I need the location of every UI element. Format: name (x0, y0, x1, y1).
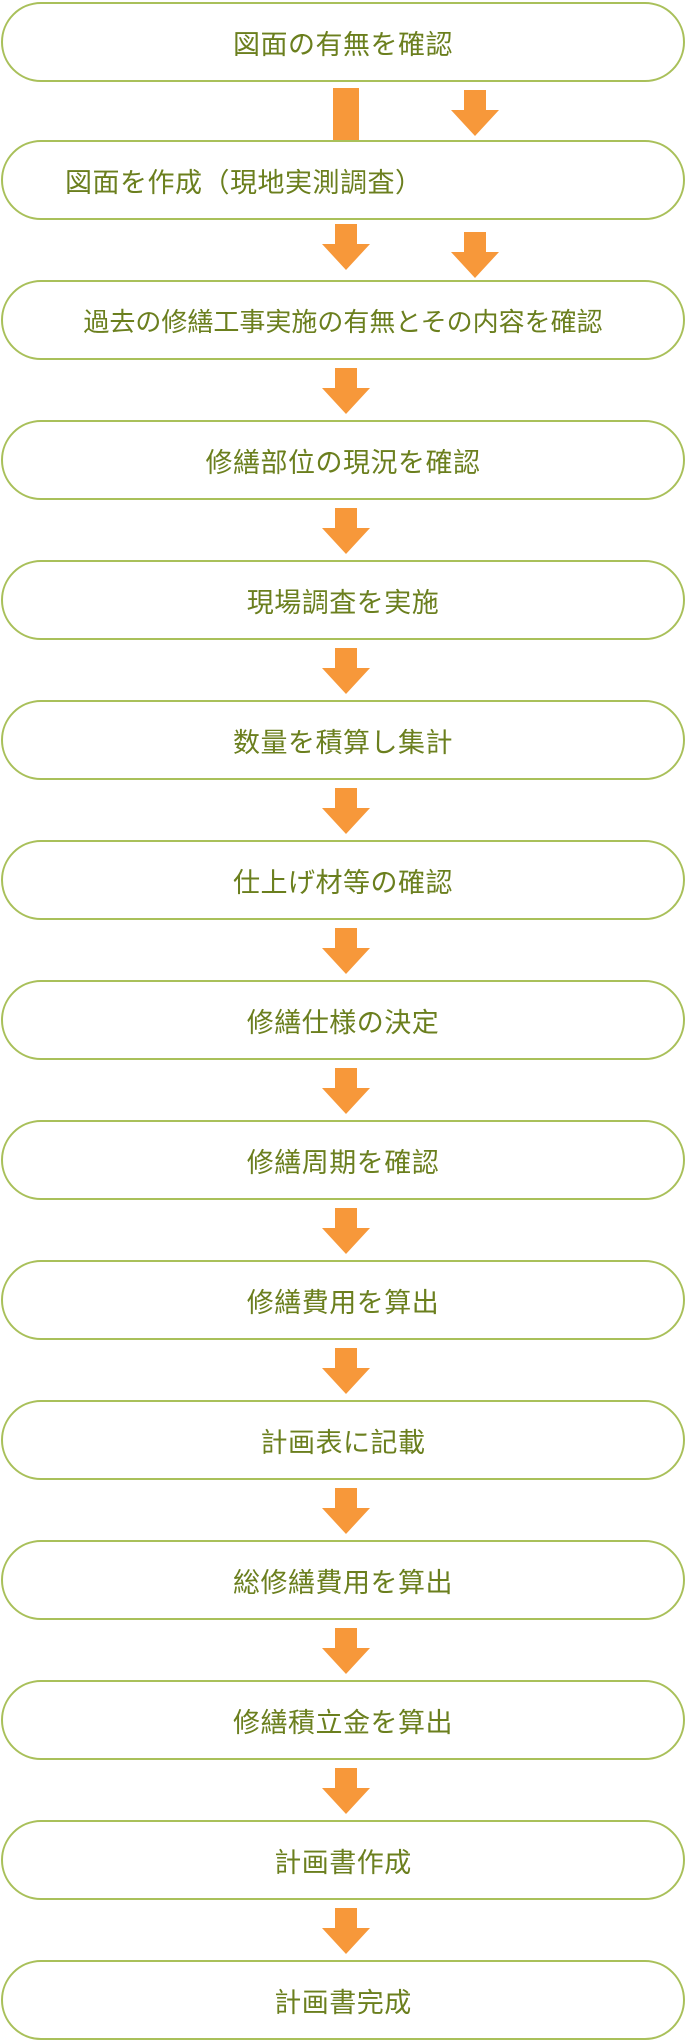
step-create-plan-document: 計画書作成 (1, 1820, 685, 1900)
arrow-down-icon (322, 1908, 370, 1956)
connector-bar (333, 88, 359, 140)
arrow-down-icon (322, 928, 370, 976)
arrow-down-icon (322, 1768, 370, 1816)
step-check-current-condition: 修繕部位の現況を確認 (1, 420, 685, 500)
step-create-drawings: 図面を作成（現地実測調査） (1, 140, 685, 220)
step-calculate-repair-cost: 修繕費用を算出 (1, 1260, 685, 1340)
step-calculate-total-cost: 総修繕費用を算出 (1, 1540, 685, 1620)
step-check-past-repairs: 過去の修繕工事実施の有無とその内容を確認 (1, 280, 685, 360)
step-calculate-reserve-fund: 修繕積立金を算出 (1, 1680, 685, 1760)
arrow-down-icon (451, 232, 499, 280)
arrow-down-icon (322, 368, 370, 416)
step-decide-specification: 修繕仕様の決定 (1, 980, 685, 1060)
arrow-down-icon (322, 1208, 370, 1256)
arrow-down-icon (322, 1488, 370, 1536)
arrow-down-icon (322, 1348, 370, 1396)
step-check-repair-cycle: 修繕周期を確認 (1, 1120, 685, 1200)
arrow-down-icon (451, 90, 499, 138)
step-enter-plan-table: 計画表に記載 (1, 1400, 685, 1480)
arrow-down-icon (322, 1628, 370, 1676)
arrow-down-icon (322, 788, 370, 836)
step-check-finishing-materials: 仕上げ材等の確認 (1, 840, 685, 920)
step-check-drawings: 図面の有無を確認 (1, 2, 685, 82)
step-site-survey: 現場調査を実施 (1, 560, 685, 640)
arrow-down-icon (322, 224, 370, 272)
arrow-down-icon (322, 508, 370, 556)
step-estimate-quantities: 数量を積算し集計 (1, 700, 685, 780)
step-plan-complete: 計画書完成 (1, 1960, 685, 2040)
arrow-down-icon (322, 1068, 370, 1116)
arrow-down-icon (322, 648, 370, 696)
